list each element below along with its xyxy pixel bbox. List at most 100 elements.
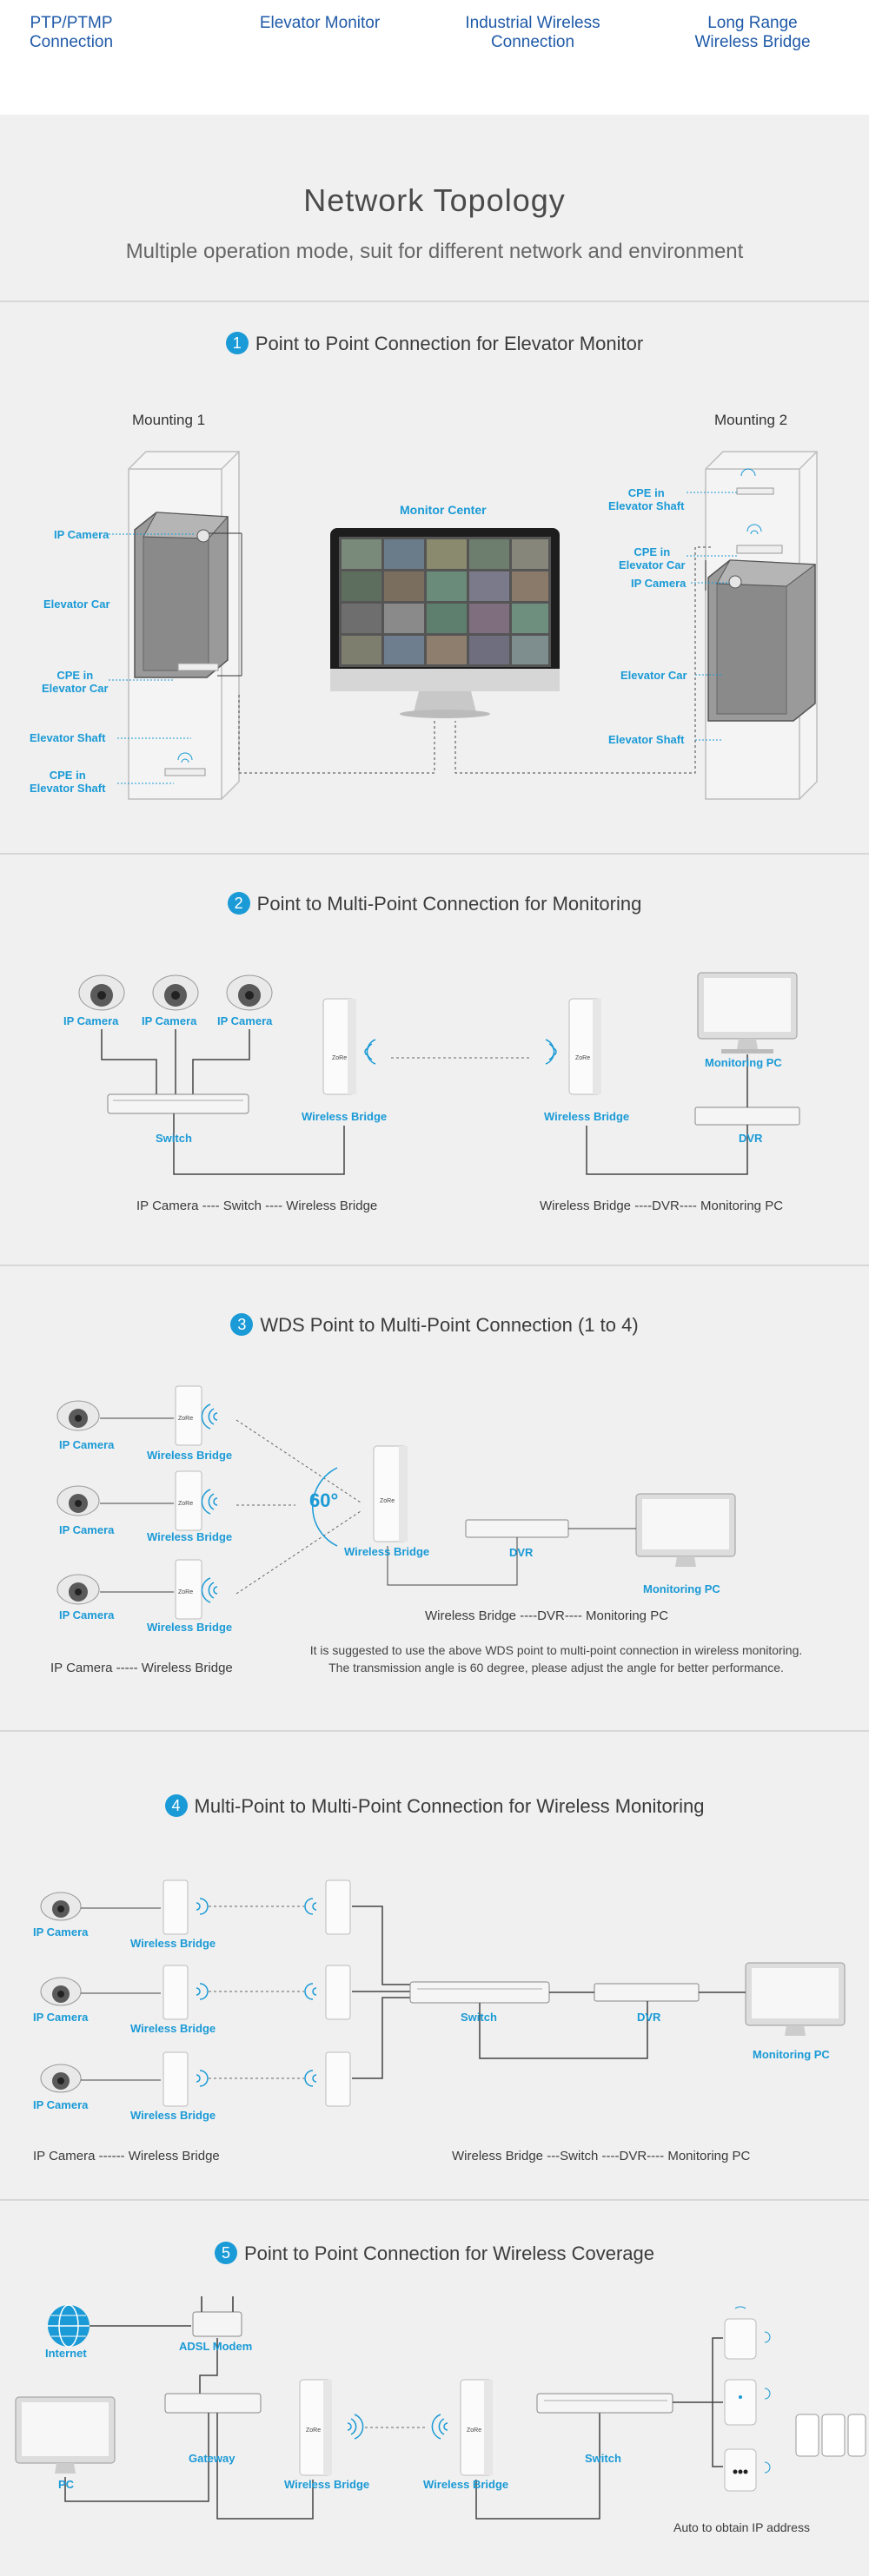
bridge-1b <box>325 1879 351 1935</box>
label-camera-2: IP Camera <box>59 1523 115 1536</box>
svg-text:ZoRe: ZoRe <box>380 1498 395 1504</box>
section-title-text: Multi-Point to Multi-Point Connection fo… <box>194 1795 705 1817</box>
label-shaft-right: Elevator Shaft <box>608 733 685 746</box>
section-1-title: 1 Point to Point Connection for Elevator … <box>0 332 869 356</box>
monitoring-pc-device <box>745 1962 846 2036</box>
bridge-3a <box>163 2051 189 2107</box>
pc-device <box>15 2396 116 2474</box>
label-monitoring-pc: Monitoring PC <box>705 1056 782 1069</box>
camera-2 <box>56 1485 100 1516</box>
label-bridge-2: Wireless Bridge <box>130 2022 216 2035</box>
label-ip-camera-1: IP Camera <box>63 1014 119 1027</box>
tab-long-range-bridge[interactable]: Long Range Wireless Bridge <box>694 14 811 51</box>
bridge-right-device: ZoRe <box>460 2379 493 2476</box>
label-elevator-car-right: Elevator Car <box>620 669 687 682</box>
caption-left: IP Camera ------ Wireless Bridge <box>33 2149 220 2163</box>
label-monitoring-pc: Monitoring PC <box>643 1582 720 1595</box>
outdoor-bridge-right: ZoRe <box>568 998 601 1095</box>
elevator-car-left <box>134 512 229 678</box>
svg-text:ZoRe: ZoRe <box>306 2427 321 2434</box>
caption-mid: Wireless Bridge ----DVR---- Monitoring P… <box>425 1608 669 1623</box>
label-ip-camera-left: IP Camera <box>54 528 109 541</box>
dome-camera-2 <box>152 974 199 1011</box>
cpe-shaft-left-device <box>164 768 206 776</box>
label-adsl-modem: ADSL Modem <box>179 2340 253 2353</box>
label-camera-1: IP Camera <box>33 1925 89 1939</box>
caption-right: Wireless Bridge ----DVR---- Monitoring P… <box>540 1199 784 1213</box>
label-gateway: Gateway <box>189 2452 235 2465</box>
camera-3 <box>56 1574 100 1605</box>
caption-right: Wireless Bridge ---Switch ----DVR---- Mo… <box>452 2149 751 2163</box>
mounting-1-label: Mounting 1 <box>132 412 206 428</box>
label-bridge-1: Wireless Bridge <box>130 1937 216 1950</box>
gateway-device <box>164 2393 262 2414</box>
ptmp-diagram: ZoRe ZoRe <box>78 972 800 1175</box>
bridge-1a <box>163 1879 189 1935</box>
svg-text:ZoRe: ZoRe <box>467 2427 481 2434</box>
label-camera-3: IP Camera <box>59 1608 115 1622</box>
dome-camera-1 <box>78 974 125 1011</box>
section-number-badge: 3 <box>230 1313 254 1337</box>
label-cpe-shaft-left: CPE in Elevator Shaft <box>30 769 106 795</box>
center-bridge: ZoRe <box>373 1445 408 1542</box>
dome-camera-3 <box>226 974 273 1011</box>
label-cpe-car-right: CPE in Elevator Car <box>619 545 686 571</box>
bridge-left-device: ZoRe <box>299 2379 332 2476</box>
outdoor-bridge-left: ZoRe <box>322 998 356 1095</box>
section-number-badge: 1 <box>225 332 249 355</box>
label-ip-camera-2: IP Camera <box>142 1014 197 1027</box>
camera-1 <box>40 1892 82 1921</box>
coverage-diagram: ZoRe ZoRe <box>15 2296 866 2520</box>
section-title-text: Point to Point Connection for Elevator M… <box>255 333 644 354</box>
section-number-badge: 2 <box>227 892 250 915</box>
bridge-1: ZoRe <box>175 1385 202 1446</box>
svg-text:ZoRe: ZoRe <box>178 1416 193 1422</box>
caption-auto-ip: Auto to obtain IP address <box>673 2520 810 2534</box>
phone-icon-2 <box>821 2414 846 2457</box>
dvr-device <box>594 1983 700 2002</box>
monitoring-pc-device <box>635 1493 736 1567</box>
elevator-diagram <box>109 451 818 800</box>
wds-note: It is suggested to use the above WDS poi… <box>309 1643 803 1674</box>
label-center-bridge: Wireless Bridge <box>344 1545 430 1558</box>
section-number-badge: 5 <box>214 2242 237 2265</box>
svg-text:ZoRe: ZoRe <box>575 1055 590 1061</box>
camera-1 <box>56 1400 100 1431</box>
tab-elevator-monitor[interactable]: Elevator Monitor <box>259 14 381 32</box>
top-nav-bar: PTP/PTMP Connection Elevator Monitor Ind… <box>0 0 869 115</box>
divider <box>0 1265 869 1266</box>
label-shaft-left: Elevator Shaft <box>30 731 106 744</box>
label-cpe-shaft-right: CPE in Elevator Shaft <box>608 486 685 512</box>
label-elevator-car-left: Elevator Car <box>43 598 110 611</box>
dvr-device <box>465 1519 569 1538</box>
monitor-center-device <box>330 528 560 718</box>
access-point-2 <box>724 2379 757 2426</box>
tab-ptp-ptmp[interactable]: PTP/PTMP Connection <box>29 14 114 51</box>
label-dvr: DVR <box>739 1132 763 1145</box>
label-switch: Switch <box>156 1132 192 1145</box>
tab-industrial-wireless[interactable]: Industrial Wireless Connection <box>465 14 600 51</box>
mounting-2-label: Mounting 2 <box>714 412 788 428</box>
label-bridge-right: Wireless Bridge <box>423 2478 509 2491</box>
label-switch: Switch <box>461 2011 497 2024</box>
label-angle: 60° <box>309 1489 339 1511</box>
label-bridge-3: Wireless Bridge <box>130 2109 216 2122</box>
dvr-device <box>694 1106 800 1126</box>
bridge-3: ZoRe <box>175 1559 202 1620</box>
label-cpe-car-left: CPE in Elevator Car <box>42 669 109 695</box>
internet-globe-icon <box>48 2304 90 2348</box>
bridge-2b <box>325 1965 351 2020</box>
monitoring-pc-device <box>697 972 798 1054</box>
label-monitoring-pc: Monitoring PC <box>753 2048 830 2061</box>
phone-icon-1 <box>795 2414 819 2457</box>
label-bridge-left: Wireless Bridge <box>302 1110 388 1123</box>
camera-2 <box>40 1977 82 2006</box>
wds-diagram: ZoRe ZoRe ZoRe ZoRe <box>56 1385 736 1620</box>
svg-text:ZoRe: ZoRe <box>332 1055 347 1061</box>
switch-device <box>107 1093 249 1114</box>
label-bridge-right: Wireless Bridge <box>544 1110 630 1123</box>
svg-text:ZoRe: ZoRe <box>178 1501 193 1507</box>
camera-3 <box>40 2064 82 2093</box>
